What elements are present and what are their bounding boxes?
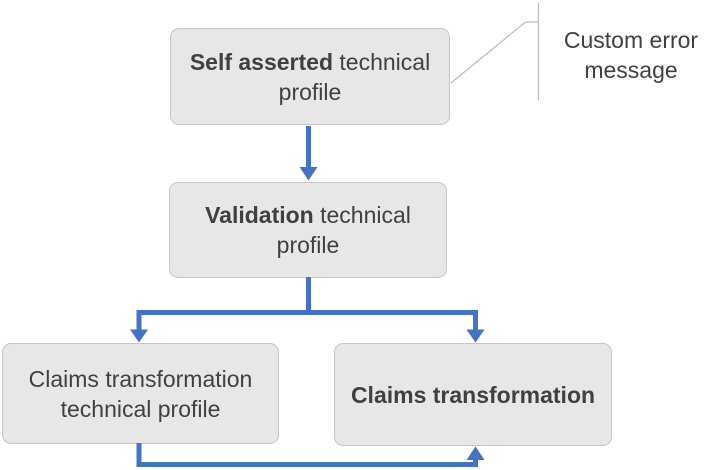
branch-connector-validation-to-children <box>136 310 478 331</box>
node-claims-transformation: Claims transformation <box>334 343 612 446</box>
node-label-bold: Claims transformation <box>350 381 596 408</box>
arrowhead-to-claims-transformation-profile-icon <box>130 329 148 343</box>
arrowhead-to-claims-transformation-icon <box>466 329 485 343</box>
node-label: Validation technical profile <box>179 200 437 260</box>
arrowhead-to-validation-icon <box>299 167 318 181</box>
node-label-regular: technical profile <box>278 48 431 105</box>
node-label-regular: Claims transformation technical profile <box>28 365 253 422</box>
connector-profile-to-claims-transformation <box>136 443 478 467</box>
node-label: Claims transformation <box>351 380 595 410</box>
node-claims-transformation-technical-profile: Claims transformation technical profile <box>2 343 279 444</box>
node-label: Self asserted technical profile <box>180 47 440 107</box>
node-self-asserted-technical-profile: Self asserted technical profile <box>170 28 450 125</box>
callout-custom-error-message: Custom error message <box>563 27 699 83</box>
node-label-regular: technical profile <box>276 202 411 258</box>
node-label: Claims transformation technical profile <box>12 364 269 424</box>
callout-leader-line <box>450 21 538 84</box>
node-label-bold: Self asserted <box>189 48 334 75</box>
arrowhead-up-to-claims-transformation-icon <box>466 446 485 460</box>
node-label-bold: Validation <box>205 202 314 228</box>
node-validation-technical-profile: Validation technical profile <box>169 182 447 278</box>
